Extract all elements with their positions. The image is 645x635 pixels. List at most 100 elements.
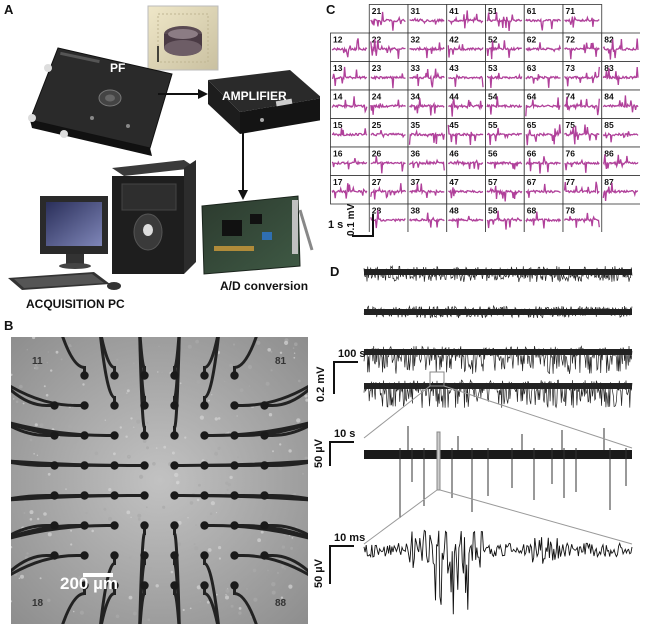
electrode-pad <box>230 401 239 410</box>
electrode-id-label: 31 <box>411 6 421 16</box>
electrode-id-label: 61 <box>527 6 537 16</box>
trace-band <box>364 349 632 355</box>
electrode-label-81: 81 <box>275 356 287 367</box>
electrode-pad <box>260 461 269 470</box>
electrode-cell <box>485 4 525 34</box>
electrode-id-label: 48 <box>449 206 459 216</box>
electrode-id-label: 84 <box>604 92 614 102</box>
electrode-trace <box>408 212 445 228</box>
electrode-trace <box>602 38 639 60</box>
electrode-pad <box>200 491 209 500</box>
acquisition-pc-label: ACQUISITION PC <box>26 297 125 311</box>
electrode-id-label: 66 <box>527 149 537 159</box>
electrode-id-label: 77 <box>566 177 576 187</box>
electrode-cell <box>446 146 486 176</box>
electrode-id-label: 68 <box>527 206 537 216</box>
electrode-pad <box>200 461 209 470</box>
electrode-trace <box>370 99 406 115</box>
panel-a-setup-illustration <box>8 5 320 290</box>
electrode-pad <box>110 431 119 440</box>
electrode-pad <box>110 461 119 470</box>
electrode-id-label: 67 <box>527 177 537 187</box>
electrode-pad <box>260 431 269 440</box>
electrode-trace <box>525 74 561 88</box>
electrode-trace <box>525 17 562 31</box>
electrode-id-label: 16 <box>333 149 343 159</box>
electrode-trace <box>525 124 562 146</box>
electrode-pad <box>230 551 239 560</box>
electrode-trace <box>525 42 562 53</box>
electrode-pad <box>170 581 179 590</box>
electrode-pad <box>170 431 179 440</box>
electrode-pad <box>230 521 239 530</box>
mea-electrode-photo <box>11 337 308 624</box>
electrode-id-label: 76 <box>566 149 576 159</box>
electrode-pad <box>80 461 89 470</box>
electrode-cell <box>601 118 640 148</box>
panel-d-scale-bars <box>329 361 358 584</box>
electrode-pad <box>80 431 89 440</box>
electrode-trace <box>448 98 484 117</box>
electrode-trace <box>370 183 407 200</box>
electrode-id-label: 24 <box>372 92 382 102</box>
electrode-cell <box>330 118 370 148</box>
electrode-trace <box>409 42 445 59</box>
electrode-id-label: 37 <box>411 177 421 187</box>
electrode-trace <box>370 38 406 59</box>
electrode-id-label: 73 <box>566 63 576 73</box>
electrode-pad <box>200 581 209 590</box>
electrode-cell <box>446 203 486 232</box>
electrode-cell <box>523 89 564 119</box>
electrode-trace <box>525 211 562 229</box>
electrode-id-label: 21 <box>372 6 382 16</box>
electrode-id-label: 54 <box>488 92 498 102</box>
electrode-id-label: 47 <box>449 177 459 187</box>
monitor-image <box>40 196 108 269</box>
electrode-id-label: 63 <box>527 63 537 73</box>
electrode-trace <box>602 131 639 143</box>
electrode-trace <box>486 72 523 89</box>
mea-chip-image <box>147 5 219 71</box>
panel-d-scale-time-100s: 100 s <box>338 348 366 360</box>
electrode-id-label: 32 <box>411 35 421 45</box>
electrode-pad <box>170 401 179 410</box>
electrode-pad <box>80 491 89 500</box>
electrode-trace <box>564 66 600 87</box>
pf-label: PF <box>110 61 126 75</box>
zoomed-10ms-trace <box>363 529 633 615</box>
electrode-cell <box>368 89 409 119</box>
electrode-id-label: 46 <box>449 149 459 159</box>
electrode-id-label: 33 <box>411 63 421 73</box>
electrode-id-label: 87 <box>604 177 614 187</box>
electrode-trace <box>409 183 445 198</box>
electrode-cell <box>485 118 525 148</box>
electrode-trace <box>331 38 368 58</box>
electrode-trace <box>447 43 484 58</box>
electrode-trace <box>525 183 561 198</box>
electrode-pad <box>140 491 149 500</box>
panel-d-recordings <box>329 265 633 615</box>
panel-d-letter: D <box>330 264 340 279</box>
electrode-id-label: 14 <box>333 92 343 102</box>
electrode-id-label: 28 <box>372 206 382 216</box>
electrode-trace <box>563 96 600 116</box>
panel-c-amp-scale: 0.1 mV <box>346 203 357 236</box>
electrode-trace <box>370 73 406 89</box>
electrode-pad <box>230 491 239 500</box>
pf-plate-image <box>28 47 173 156</box>
electrode-pad <box>110 371 119 380</box>
zoom-connector-lines <box>363 371 633 545</box>
amplifier-label: AMPLIFIER <box>222 89 287 103</box>
electrode-trace <box>564 42 600 60</box>
electrode-id-label: 72 <box>566 35 576 45</box>
electrode-pad <box>170 491 179 500</box>
electrode-trace <box>448 73 484 88</box>
electrode-id-label: 58 <box>488 206 498 216</box>
electrode-id-label: 62 <box>527 35 537 45</box>
electrode-pad <box>50 491 59 500</box>
electrode-pad <box>110 581 119 590</box>
electrode-trace <box>486 12 523 31</box>
electrode-pad <box>200 371 209 380</box>
electrode-id-label: 64 <box>527 92 537 102</box>
electrode-pad <box>110 401 119 410</box>
